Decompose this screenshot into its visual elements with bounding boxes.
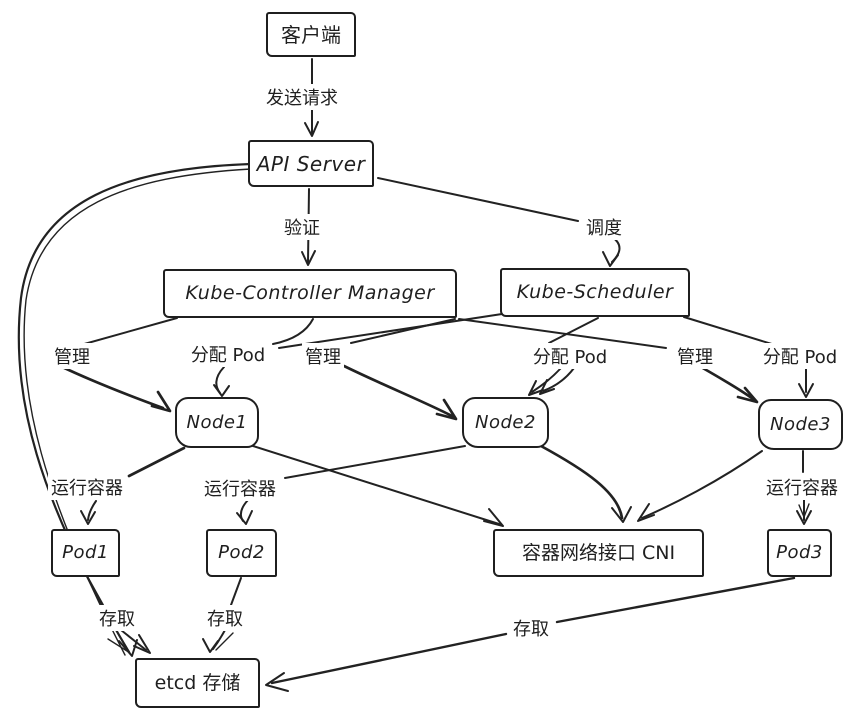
node-kube-scheduler: Kube-Scheduler: [500, 268, 690, 317]
edge-label-manage-1: 管理: [51, 343, 93, 369]
node-pod3: Pod3: [767, 529, 832, 577]
edge-label-access-2: 存取: [204, 605, 246, 631]
edge-label-run-container-1: 运行容器: [48, 474, 126, 500]
edge-label-manage-3: 管理: [674, 343, 716, 369]
node-pod1: Pod1: [51, 529, 120, 577]
edge-label-send-request: 发送请求: [263, 84, 341, 110]
edge-scheduler-to-node3: [683, 316, 814, 398]
edge-node2-to-cni: [539, 444, 632, 523]
edge-pod1-to-etcd: [87, 577, 151, 654]
node-cni: 容器网络接口 CNI: [493, 529, 704, 577]
node-etcd-label: etcd 存储: [154, 671, 241, 694]
edge-controller-to-node3: [458, 318, 759, 404]
node-api-server-label: API Server: [256, 151, 366, 176]
edge-node1-to-cni: [252, 445, 504, 527]
edge-label-assign-pod-3: 分配 Pod: [759, 343, 841, 369]
node-kube-controller-manager-label: Kube-Controller Manager: [185, 282, 435, 305]
edge-pod3-to-etcd: [265, 576, 796, 692]
node-kube-controller-manager: Kube-Controller Manager: [163, 269, 457, 318]
node-kube-scheduler-label: Kube-Scheduler: [516, 281, 674, 304]
node-etcd: etcd 存储: [135, 658, 260, 708]
node-node2: Node2: [462, 397, 549, 448]
edge-label-assign-pod-1: 分配 Pod: [187, 341, 269, 367]
node-node2-label: Node2: [475, 411, 536, 433]
edge-pod2-to-etcd: [202, 577, 242, 653]
edge-label-verify: 验证: [281, 214, 323, 240]
edge-label-manage-2: 管理: [302, 343, 344, 369]
edge-label-access-1: 存取: [96, 605, 138, 631]
node-pod2: Pod2: [206, 529, 277, 577]
node-client-label: 客户端: [281, 22, 341, 47]
node-node1: Node1: [175, 397, 259, 448]
node-node1-label: Node1: [186, 411, 248, 433]
edge-scheduler-to-node2: [528, 317, 599, 396]
edge-label-run-container-2: 运行容器: [201, 475, 279, 501]
node-client: 客户端: [266, 12, 356, 57]
node-pod3-label: Pod3: [776, 542, 823, 564]
node-node3: Node3: [758, 399, 843, 450]
edge-label-schedule: 调度: [583, 214, 625, 240]
edge-label-assign-pod-2: 分配 Pod: [529, 343, 611, 369]
node-node3-label: Node3: [770, 413, 831, 435]
node-api-server: API Server: [248, 140, 374, 187]
edge-node1-to-pod1: [80, 446, 186, 525]
node-cni-label: 容器网络接口 CNI: [521, 541, 676, 564]
edge-node3-to-cni: [637, 450, 763, 522]
node-pod1-label: Pod1: [62, 542, 109, 564]
node-pod2-label: Pod2: [218, 542, 265, 564]
edge-apiserver-to-etcd: [17, 162, 253, 657]
edge-label-run-container-3: 运行容器: [763, 474, 841, 500]
edge-node3-to-pod3: [796, 450, 812, 525]
edge-label-access-3: 存取: [510, 615, 552, 641]
edge-node2-to-pod2: [236, 445, 466, 525]
